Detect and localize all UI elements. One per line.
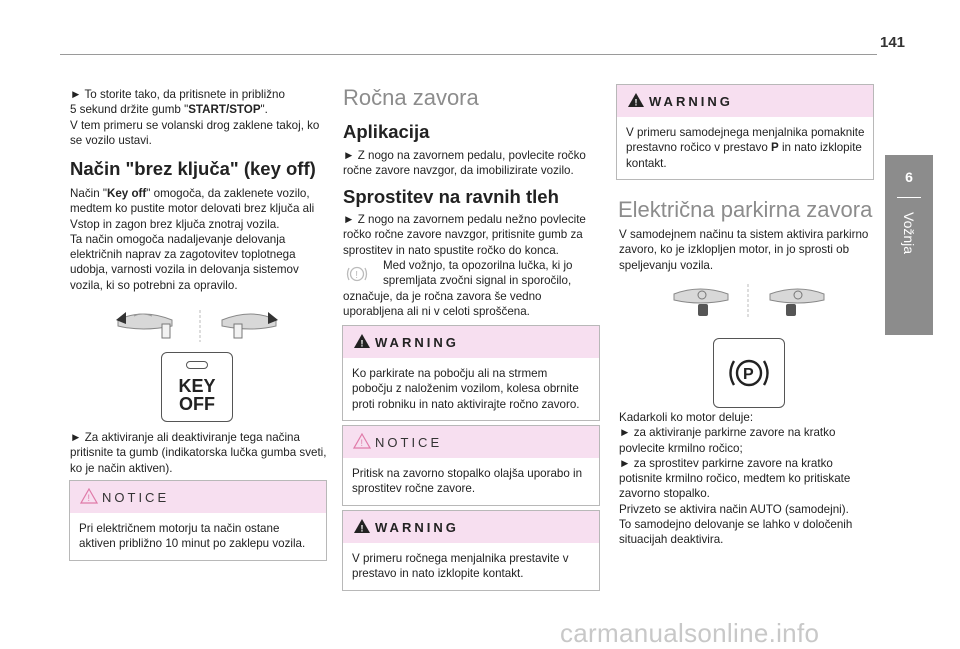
key-off-label-top: KEY — [178, 376, 216, 396]
intro-line-3: V tem primeru se volanski drog zaklene t… — [70, 118, 320, 147]
indicator-lamp-icon — [186, 361, 208, 369]
electric-parking-brake-button[interactable]: P — [713, 338, 785, 408]
warning-title: WARNING — [375, 335, 459, 350]
heading-release: Sprostitev na ravnih tleh — [343, 186, 559, 207]
notice-header: ! NOTICE — [70, 481, 326, 513]
warning-header: ! WARNING — [617, 85, 873, 117]
brake-warning-lamp-icon: ! — [346, 266, 368, 282]
release-instruction: ► za sprostitev parkirne zavore na kratk… — [619, 456, 851, 501]
svg-text:!: ! — [361, 438, 364, 448]
key-off-paragraph: Način "Key off" omogoča, da zaklenete vo… — [70, 187, 315, 231]
electric-brake-body: Kadarkoli ko motor deluje: ► za aktivira… — [619, 410, 877, 548]
intro-line-2: 5 sekund držite gumb "START/STOP". — [70, 103, 268, 117]
key-off-body: Način "Key off" omogoča, da zaklenete vo… — [70, 186, 328, 293]
parking-brake-icon: P — [729, 359, 769, 387]
lamp-text-rest: označuje, da je ročna zavora še vedno up… — [343, 290, 542, 319]
section-title-hand-brake: Ročna zavora — [343, 85, 479, 110]
application-text: ► Z nogo na zavornem pedalu, povlecite r… — [343, 149, 586, 178]
key-off-button[interactable]: KEY OFF — [161, 352, 233, 422]
while-running-text: Kadarkoli ko motor deluje: — [619, 411, 754, 424]
warning-header: ! WARNING — [343, 326, 599, 358]
warning-triangle-icon: ! — [354, 519, 370, 534]
release-text: ► Z nogo na zavornem pedalu nežno povlec… — [343, 213, 586, 257]
notice-triangle-icon: ! — [80, 488, 98, 504]
intro-line-1: ► To storite tako, da pritisnete in prib… — [70, 88, 285, 101]
warning-text: V primeru samodejnega menjalnika pomakni… — [626, 126, 865, 170]
warning-box-slope: ! WARNING Ko parkirate na pobočju ali na… — [342, 325, 600, 421]
notice-header: ! NOTICE — [343, 426, 599, 458]
notice-text: Pritisk na zavorno stopalko olajša upora… — [352, 467, 583, 496]
notice-title: NOTICE — [375, 435, 443, 450]
notice-title: NOTICE — [102, 490, 170, 505]
chapter-label: Vožnja — [901, 212, 917, 255]
watermark: carmanualsonline.info — [560, 618, 820, 648]
key-off-instruction: ► Za aktiviranje ali deaktiviranje tega … — [70, 431, 327, 475]
column-1: ► To storite tako, da pritisnete in prib… — [70, 87, 328, 148]
svg-text:!: ! — [355, 270, 358, 281]
chapter-tab[interactable]: 6 Vožnja — [885, 155, 933, 335]
warning-box-manual: ! WARNING V primeru ročnega menjalnika p… — [342, 510, 600, 591]
svg-text:!: ! — [361, 339, 364, 349]
page-number: 141 — [880, 34, 906, 51]
activate-instruction: ► za aktiviranje parkirne zavore na krat… — [619, 426, 836, 455]
section-heading-key-off: Način "brez ključa" (key off) — [70, 158, 316, 179]
svg-text:P: P — [743, 366, 754, 383]
warning-text: Ko parkirate na pobočju ali na strmem po… — [352, 367, 580, 411]
warning-title: WARNING — [649, 94, 733, 109]
svg-text:!: ! — [88, 493, 91, 503]
header-rule — [60, 54, 877, 55]
warning-text: V primeru ročnega menjalnika prestavite … — [352, 552, 569, 581]
notice-box-key-off: ! NOTICE Pri električnem motorju ta nači… — [69, 480, 327, 561]
warning-header: ! WARNING — [343, 511, 599, 543]
warning-triangle-icon: ! — [354, 334, 370, 349]
auto-mode-text: Privzeto se aktivira način AUTO (samodej… — [619, 502, 849, 516]
deactivate-note: To samodejno delovanje se lahko v določe… — [619, 518, 853, 547]
notice-text: Pri električnem motorju ta način ostane … — [79, 522, 306, 551]
heading-application: Aplikacija — [343, 121, 430, 142]
tab-divider — [897, 197, 921, 198]
notice-box-pedal: ! NOTICE Pritisk na zavorno stopalko ola… — [342, 425, 600, 506]
section-title-electric-brake: Električna parkirna zavora — [618, 197, 873, 222]
steering-column-illustration — [116, 310, 278, 342]
svg-text:!: ! — [635, 98, 638, 108]
steering-column-illustration — [673, 284, 825, 318]
warning-title: WARNING — [375, 520, 459, 535]
electric-brake-intro: V samodejnem načinu ta sistem aktivira p… — [619, 228, 869, 272]
svg-text:!: ! — [361, 524, 364, 534]
warning-box-automatic: ! WARNING V primeru samodejnega menjalni… — [616, 84, 874, 180]
warning-triangle-icon: ! — [628, 93, 644, 108]
key-off-paragraph-2: Ta način omogoča nadaljevanje delovanja … — [70, 232, 299, 292]
notice-triangle-icon: ! — [353, 433, 371, 449]
chapter-number: 6 — [905, 169, 913, 185]
lamp-text-line-2: spremljata zvočni signal in sporočilo, — [383, 274, 572, 287]
key-off-label-bottom: OFF — [179, 394, 215, 414]
lamp-text-line-1: Med vožnjo, ta opozorilna lučka, ki jo — [383, 259, 573, 272]
